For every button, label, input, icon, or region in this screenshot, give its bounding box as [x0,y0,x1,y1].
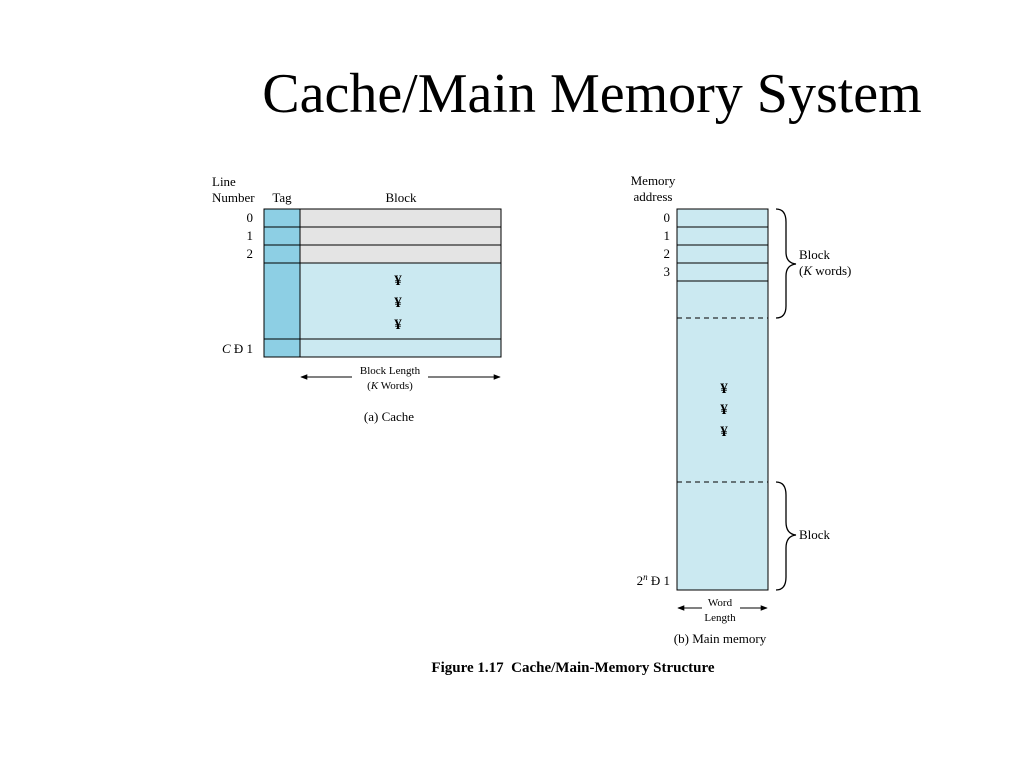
cache-block-row-2 [299,244,502,264]
cache-line-number: 1 [247,228,254,243]
memory-address-header: address [634,189,673,204]
memory-ellipsis-mark: ¥ [720,424,728,440]
cache-block-row-last [299,338,502,358]
cache-line-number-last: C Đ 1 [222,341,253,356]
memory-address-label: 0 [664,210,671,225]
block-label-bottom: Block [799,527,831,542]
cache-ellipsis-mark: ¥ [394,295,402,311]
memory-ellipsis-mark: ¥ [720,381,728,397]
cache-line-number: 2 [247,246,254,261]
cache-diagram: Line Number Tag Block 0 1 2 C Đ 1 ¥ ¥ ¥ … [212,174,502,424]
cache-ellipsis-mark: ¥ [394,273,402,289]
memory-address-label: 3 [664,264,671,279]
cache-header-number: Number [212,190,255,205]
block-length-label: Block Length [360,365,421,377]
word-length-label: Length [704,612,736,624]
cache-block-row-1 [299,226,502,246]
block-label-top-units: (K words) [799,263,851,278]
cache-header-block: Block [385,190,417,205]
memory-ellipsis-mark: ¥ [720,402,728,418]
cache-header-tag: Tag [272,190,292,205]
cache-caption: (a) Cache [364,409,414,424]
word-length-label: Word [708,597,733,609]
main-memory-caption: (b) Main memory [674,631,767,646]
cache-tag-column [263,208,301,358]
cache-header-line: Line [212,174,236,189]
slide-title: Cache/Main Memory System [262,63,922,125]
memory-address-label: 1 [664,228,671,243]
cache-line-number: 0 [247,210,254,225]
cache-block-row-0 [299,208,502,228]
memory-address-header: Memory [631,173,676,188]
block-brace-bottom [775,481,797,591]
cache-block-middle [299,262,502,340]
memory-address-label: 2 [664,246,671,261]
main-memory-column [676,208,769,591]
block-length-units: (K Words) [367,380,413,392]
block-label-top: Block [799,247,831,262]
figure-caption: Figure 1.17 Cache/Main-Memory Structure [431,660,714,676]
memory-address-label-last: 2n Đ 1 [637,572,670,588]
main-memory-diagram: Memory address 0 1 2 3 2n Đ 1 ¥ ¥ ¥ Bloc… [631,173,852,646]
block-brace-top [775,208,797,319]
cache-ellipsis-mark: ¥ [394,317,402,333]
